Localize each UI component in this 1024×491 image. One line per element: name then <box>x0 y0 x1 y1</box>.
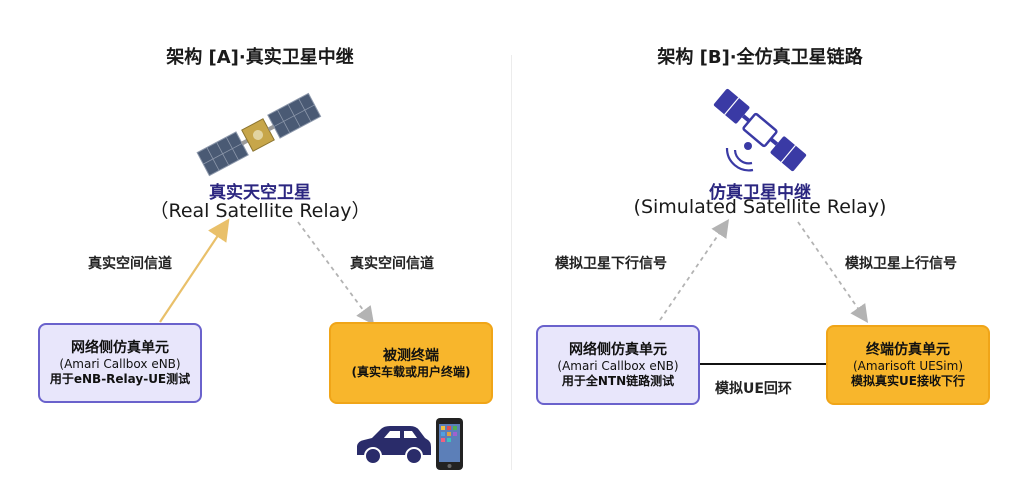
ue-under-test-box: 被测终端 (真实车载或用户终端) <box>329 322 493 404</box>
real-satellite-label: 真实天空卫星 <box>209 183 311 203</box>
network-sim-unit-box-a: 网络侧仿真单元 (Amari Callbox eNB) 用于eNB-Relay-… <box>38 323 202 403</box>
sim-satellite-label: 仿真卫星中继 <box>709 183 811 203</box>
sim-downlink-arrow <box>659 219 730 321</box>
box-line1: (Amarisoft UESim) <box>852 359 963 373</box>
arch-a-title: 架构 [A]·真实卫星中继 <box>166 47 354 68</box>
arch-b-title: 架构 [B]·全仿真卫星链路 <box>657 47 863 68</box>
box-line2: 模拟真实UE接收下行 <box>851 374 965 388</box>
box-line1: (Amari Callbox eNB) <box>59 357 181 371</box>
box-title: 被测终端 <box>383 347 439 364</box>
ue-sim-unit-box: 终端仿真单元 (Amarisoft UESim) 模拟真实UE接收下行 <box>826 325 990 405</box>
sim-uplink-arrow <box>797 221 869 323</box>
box-title: 终端仿真单元 <box>866 342 950 358</box>
real-downlink-label: 真实空间信道 <box>350 256 434 272</box>
real-satellite-icon <box>196 92 322 177</box>
real-uplink-arrow <box>159 218 230 323</box>
box-line2: 用于全NTN链路测试 <box>561 374 675 388</box>
box-title: 网络侧仿真单元 <box>71 340 169 356</box>
box-title: 网络侧仿真单元 <box>569 342 667 358</box>
sim-satellite-sublabel: (Simulated Satellite Relay) <box>633 196 887 218</box>
car-icon <box>357 426 431 465</box>
box-line1: (Amari Callbox eNB) <box>557 359 679 373</box>
smartphone-icon <box>436 418 463 470</box>
sim-uplink-label: 模拟卫星上行信号 <box>845 256 957 272</box>
section-divider <box>511 55 512 470</box>
box-line1: (真实车载或用户终端) <box>351 364 471 379</box>
real-uplink-label: 真实空间信道 <box>88 256 172 272</box>
box-line2: 用于eNB-Relay-UE测试 <box>49 372 191 386</box>
real-satellite-sublabel: （Real Satellite Relay） <box>149 200 371 222</box>
sim-downlink-label: 模拟卫星下行信号 <box>555 256 667 272</box>
simulated-satellite-icon <box>713 88 807 172</box>
loopback-label: 模拟UE回环 <box>715 381 792 397</box>
network-sim-unit-box-b: 网络侧仿真单元 (Amari Callbox eNB) 用于全NTN链路测试 <box>536 325 700 405</box>
